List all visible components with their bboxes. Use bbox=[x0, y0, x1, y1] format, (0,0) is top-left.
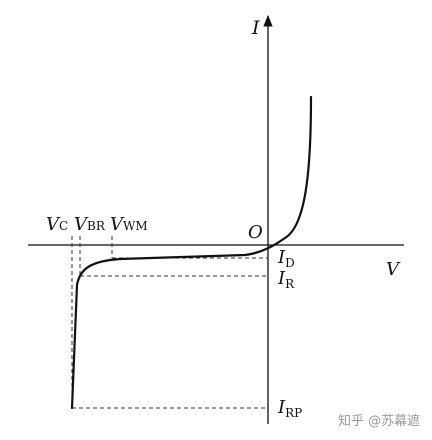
vc-label: VC bbox=[46, 214, 68, 235]
y-axis-label: I bbox=[251, 17, 260, 39]
id-label: ID bbox=[277, 247, 295, 270]
watermark-text: 知乎 @苏幕遮 bbox=[338, 413, 420, 429]
x-axis-label: V bbox=[386, 259, 401, 280]
origin-label: O bbox=[248, 222, 263, 243]
guide-lines bbox=[71, 236, 268, 409]
ir-label: IR bbox=[277, 268, 295, 291]
irp-label: IRP bbox=[277, 397, 302, 420]
vwm-label: VWM bbox=[110, 214, 148, 235]
vbr-label: VBR bbox=[74, 214, 106, 235]
iv-curve bbox=[70, 95, 313, 410]
